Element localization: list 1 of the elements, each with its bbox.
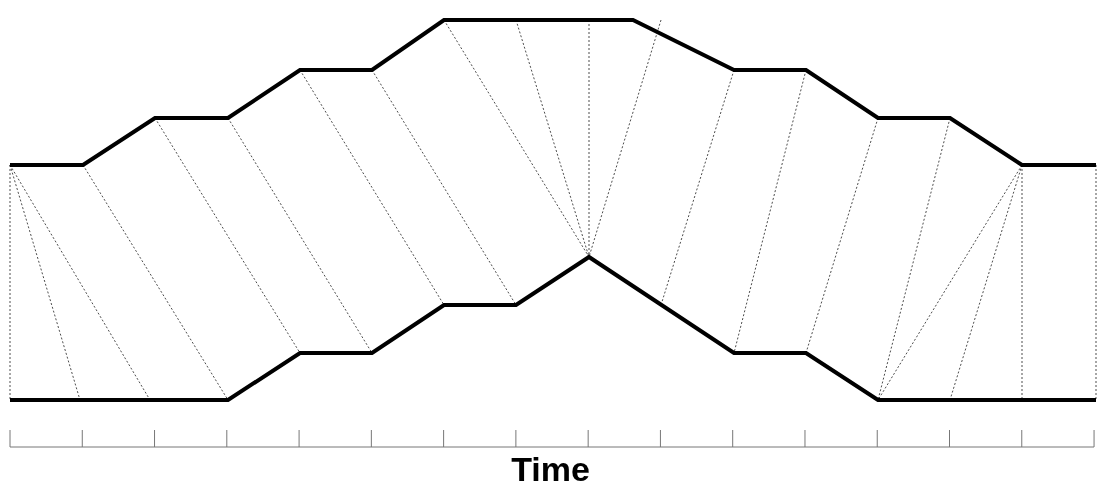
axis-label: Time bbox=[511, 452, 590, 486]
